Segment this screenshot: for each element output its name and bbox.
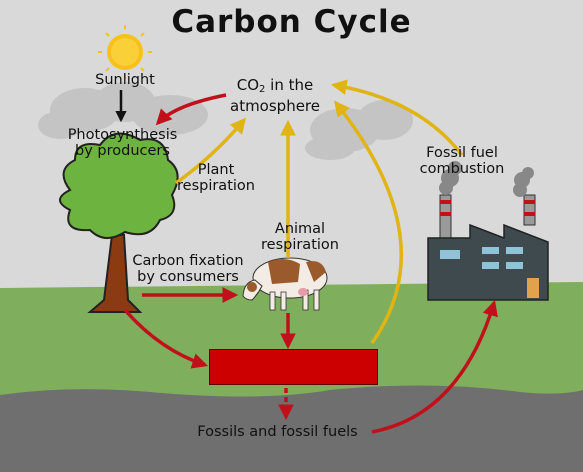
fossil-combustion-line1: Fossil fuel	[426, 145, 498, 161]
factory-icon	[427, 161, 549, 301]
plant-respiration-line2: respiration	[177, 178, 255, 194]
photosynthesis-arrow	[155, 93, 227, 126]
tree-icon	[59, 132, 179, 313]
photosynthesis-label-line2: by producers	[75, 143, 170, 159]
combustion-arrow	[330, 79, 464, 157]
plant-respiration-arrow	[174, 117, 247, 185]
sunlight-label: Sunlight	[95, 72, 155, 88]
carbon-fixation-line2: by consumers	[137, 269, 239, 285]
fossil-extraction-arrow	[371, 299, 498, 434]
co2-label-line2: atmosphere	[230, 97, 320, 115]
plant-respiration-line1: Plant	[197, 162, 235, 178]
tree-to-soil-arrow	[123, 308, 208, 369]
co2-label-main: CO	[236, 76, 260, 94]
sun-icon	[98, 25, 152, 79]
fossils-label: Fossils and fossil fuels	[197, 424, 358, 440]
page-title: Carbon Cycle	[171, 4, 412, 40]
fossil-combustion-label: Fossil fuel combustion	[410, 145, 514, 177]
co2-label-subscript: 2	[259, 84, 266, 95]
animal-respiration-line2: respiration	[261, 237, 339, 253]
decomposition-arrow	[334, 100, 404, 345]
carbon-fixation-line1: Carbon fixation	[132, 253, 244, 269]
photosynthesis-label-line1: Photosynthesis	[67, 127, 178, 143]
ground	[0, 385, 583, 472]
animal-respiration-line1: Animal	[274, 221, 326, 237]
co2-label: CO2 in the atmosphere	[220, 77, 330, 114]
animal-respiration-label: Animal respiration	[250, 221, 350, 253]
fossil-combustion-line2: combustion	[419, 161, 505, 177]
redacted-label-box	[209, 349, 378, 385]
cow-icon	[242, 257, 328, 311]
plant-respiration-label: Plant respiration	[170, 162, 262, 194]
co2-label-rest: in the	[265, 76, 314, 94]
photosynthesis-label: Photosynthesis by producers	[60, 127, 185, 159]
carbon-fixation-label: Carbon fixation by consumers	[128, 253, 248, 285]
